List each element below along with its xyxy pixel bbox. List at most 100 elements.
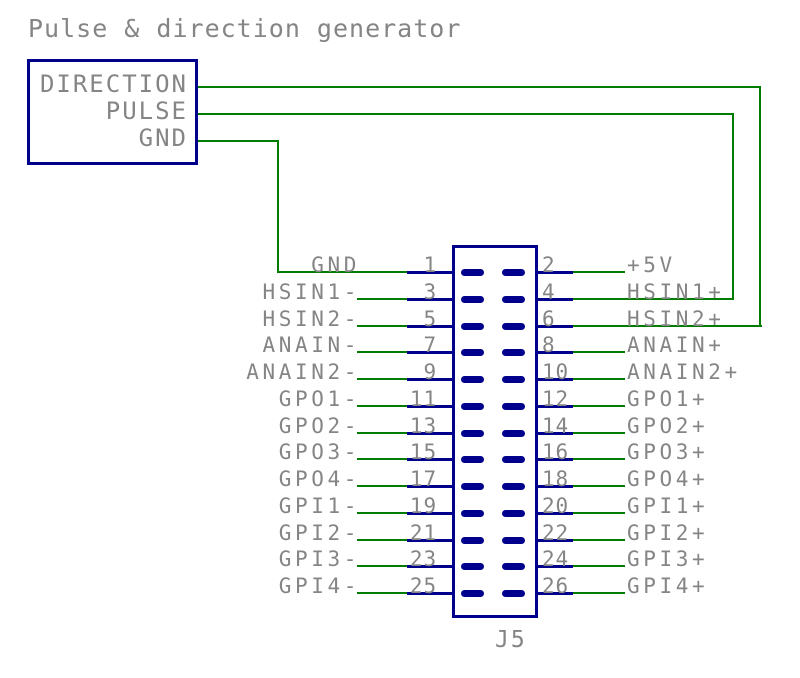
pin-stub-left [407, 351, 453, 354]
pin-label: GPO3- [278, 440, 360, 464]
pin-stub-left [407, 432, 453, 435]
pin-stub-right [536, 539, 573, 542]
pin-stub-right [536, 592, 573, 595]
pin-pad-right [502, 349, 525, 356]
pin-number: 11 [409, 387, 437, 411]
pin-wire-left [357, 512, 409, 514]
pin-label: ANAIN2- [246, 360, 360, 384]
schematic-title: Pulse & direction generator [28, 14, 462, 43]
pin-pad-left [461, 296, 484, 303]
wire-pin1-gnd [277, 271, 413, 273]
pin-pad-right [502, 456, 525, 463]
pin-number: 12 [542, 387, 570, 411]
pin-number: 4 [542, 280, 556, 304]
wire-gnd-vertical [277, 140, 279, 273]
pin-label: GPI1+ [627, 494, 709, 518]
pin-stub-left [407, 378, 453, 381]
pin-label: GPI2- [278, 521, 360, 545]
pin-stub-right [536, 432, 573, 435]
pin-number: 1 [423, 253, 437, 277]
pin-label: HSIN2- [262, 307, 360, 331]
pin-label: GPO1+ [627, 387, 709, 411]
pin-stub-left [407, 405, 453, 408]
pin-number: 25 [409, 574, 437, 598]
pin-wire-left [357, 351, 409, 353]
pin-label: HSIN1- [262, 280, 360, 304]
pin-label: GND [311, 253, 360, 277]
pin-pad-left [461, 537, 484, 544]
wire-pin4-hsin1plus [571, 298, 734, 300]
pin-stub-right [536, 565, 573, 568]
pin-wire-left [357, 592, 409, 594]
pin-pad-right [502, 403, 525, 410]
pin-number: 16 [542, 440, 570, 464]
pin-stub-left [407, 539, 453, 542]
pin-label: GPI4- [278, 574, 360, 598]
pin-label: GPI1- [278, 494, 360, 518]
pin-stub-right [536, 378, 573, 381]
pin-wire-right [571, 458, 625, 460]
wire-direction-horizontal [198, 86, 761, 88]
pin-pad-left [461, 510, 484, 517]
pin-label: GPI3- [278, 547, 360, 571]
pin-stub-left [407, 512, 453, 515]
pin-number: 6 [542, 307, 556, 331]
pin-stub-right [536, 458, 573, 461]
pin-pad-right [502, 430, 525, 437]
pin-number: 15 [409, 440, 437, 464]
pin-label: GPO2- [278, 414, 360, 438]
pin-number: 24 [542, 547, 570, 571]
pin-number: 23 [409, 547, 437, 571]
generator-pin-label-pulse: PULSE [105, 97, 188, 125]
pin-label: GPO4+ [627, 467, 709, 491]
pin-label: GPO3+ [627, 440, 709, 464]
wire-direction-vertical [759, 86, 761, 327]
pin-label: GPO1- [278, 387, 360, 411]
pin-stub-left [407, 485, 453, 488]
generator-pin-label-direction: DIRECTION [39, 70, 188, 98]
pin-wire-left [357, 432, 409, 434]
pin-number: 22 [542, 521, 570, 545]
pin-wire-left [357, 458, 409, 460]
pin-number: 20 [542, 494, 570, 518]
pin-label: HSIN1+ [627, 280, 725, 304]
pin-wire-left [357, 298, 409, 300]
pin-wire-left [357, 378, 409, 380]
pin-pad-right [502, 510, 525, 517]
pin-stub-left [407, 458, 453, 461]
pin-pad-right [502, 269, 525, 276]
pin-stub-right [536, 485, 573, 488]
pin-stub-right [536, 351, 573, 354]
pin-number: 10 [542, 360, 570, 384]
pin-pad-right [502, 590, 525, 597]
pin-stub-right [536, 298, 573, 301]
pin-stub-left [407, 565, 453, 568]
wire-pulse-horizontal [198, 113, 734, 115]
pin-stub-right [536, 325, 573, 328]
pin-number: 9 [423, 360, 437, 384]
pin-number: 19 [409, 494, 437, 518]
pin-number: 18 [542, 467, 570, 491]
pin-wire-right [571, 512, 625, 514]
pin-wire-right [571, 405, 625, 407]
wire-pin6-hsin2plus [571, 325, 762, 327]
pin-stub-right [536, 512, 573, 515]
pin-wire-right [571, 351, 625, 353]
pin-number: 21 [409, 521, 437, 545]
pin-number: 26 [542, 574, 570, 598]
pin-number: 17 [409, 467, 437, 491]
pin-stub-right [536, 405, 573, 408]
pin-wire-right [571, 539, 625, 541]
pin-pad-left [461, 590, 484, 597]
pin-stub-left [407, 298, 453, 301]
pin-label: GPI3+ [627, 547, 709, 571]
pin-stub-right [536, 271, 573, 274]
pin-number: 3 [423, 280, 437, 304]
pin-wire-left [357, 325, 409, 327]
pin-wire-left [357, 405, 409, 407]
pin-wire-right [571, 592, 625, 594]
pin-pad-left [461, 563, 484, 570]
wire-gnd-horizontal [198, 140, 279, 142]
pin-number: 2 [542, 253, 556, 277]
